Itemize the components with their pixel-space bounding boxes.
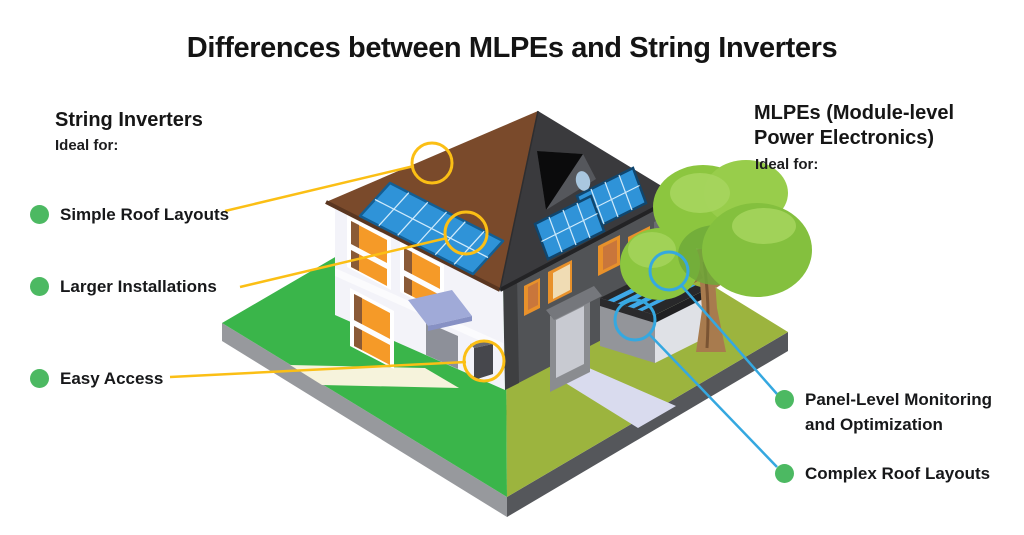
green-bullet-icon xyxy=(30,369,49,388)
item-label: Easy Access xyxy=(60,369,164,388)
mlpe-subheading: Ideal for: xyxy=(755,156,819,173)
path-left xyxy=(290,365,459,388)
left-wall-window-3 xyxy=(350,288,394,369)
callout-circle-panel-monitoring xyxy=(648,250,690,292)
blue-callouts xyxy=(613,250,778,468)
callout-circle-inverter-access xyxy=(462,339,506,383)
callout-circle-large-array xyxy=(443,210,489,256)
mlpe-heading-line2: Power Electronics) xyxy=(754,127,935,149)
yellow-callouts xyxy=(169,141,506,383)
green-bullet-icon xyxy=(775,464,794,483)
left-wall-window-1 xyxy=(347,215,391,290)
item-label: Complex Roof Layouts xyxy=(805,464,991,483)
callout-circle-simple-roof xyxy=(410,141,454,185)
list-item: Simple Roof Layouts xyxy=(30,202,229,227)
list-item: Easy Access xyxy=(30,366,163,391)
green-bullet-icon xyxy=(30,205,49,224)
mlpe-heading: MLPEs (Module-level Power Electronics) xyxy=(754,101,954,151)
right-house-door xyxy=(546,286,602,392)
string-inverters-heading: String Inverters xyxy=(55,109,203,131)
string-inverters-subheading: Ideal for: xyxy=(55,137,119,154)
green-bullet-icon xyxy=(775,390,794,409)
item-label: Panel-Level Monitoring and Optimization xyxy=(805,390,993,434)
page-title: Differences between MLPEs and String Inv… xyxy=(186,32,838,64)
solar-panel-arrays-right-roof xyxy=(533,166,648,261)
item-label: Larger Installations xyxy=(60,277,217,296)
solar-panel-array-left-roof xyxy=(358,181,505,276)
green-bullet-icon xyxy=(30,277,49,296)
skylight-icon xyxy=(537,151,596,210)
path-right xyxy=(551,368,676,428)
callout-circle-complex-roof xyxy=(613,298,657,342)
list-item: Complex Roof Layouts xyxy=(775,461,990,486)
list-item: Panel-Level Monitoring and Optimization xyxy=(775,387,1015,437)
tree-icon xyxy=(620,160,812,352)
item-label: Simple Roof Layouts xyxy=(60,205,230,224)
left-house-door xyxy=(426,322,458,369)
porch-awning xyxy=(408,290,472,331)
list-item: Larger Installations xyxy=(30,274,217,299)
mlpe-heading-line1: MLPEs (Module-level xyxy=(754,102,955,124)
